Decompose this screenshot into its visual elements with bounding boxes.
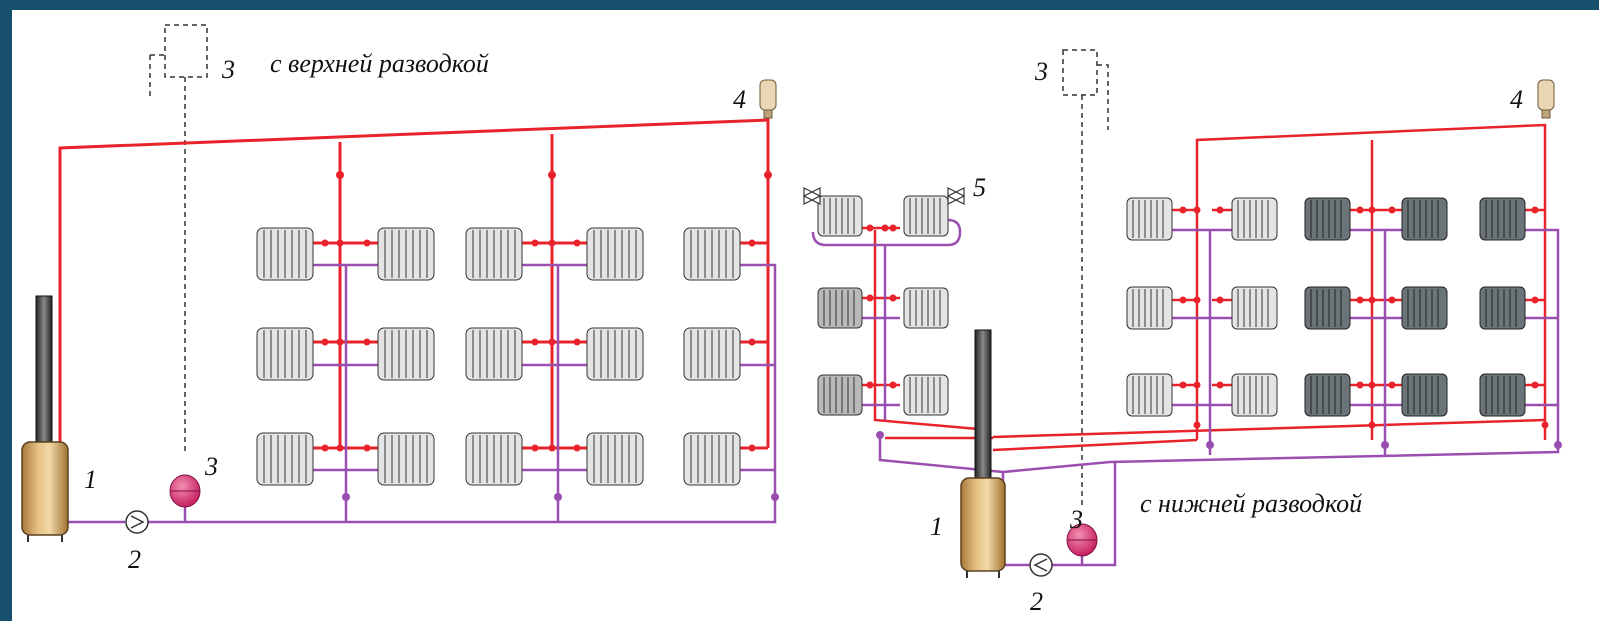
radiator-icon [1304, 373, 1351, 417]
supply-pipes-left [58, 118, 770, 450]
radiator-icon [377, 227, 435, 281]
radiator-icon [256, 327, 314, 381]
radiator-icon [1479, 373, 1526, 417]
label-boiler: 1 [84, 465, 97, 494]
expansion-tank-open-dashed [149, 24, 208, 455]
radiator-icon [1231, 197, 1278, 241]
radiators-right [1126, 197, 1526, 417]
label-tank-top: 3 [1034, 57, 1048, 86]
return-pipes-right [811, 218, 1560, 567]
caption-top-distribution: с верхней разводкой [270, 49, 489, 78]
radiator-icon [1401, 286, 1448, 330]
radiator-icon [1126, 373, 1173, 417]
label-tank: 3 [204, 452, 218, 481]
radiator-icon [903, 374, 949, 416]
radiator-icon [377, 432, 435, 486]
radiator-icon [1304, 286, 1351, 330]
label-valve: 5 [973, 173, 986, 202]
radiators-left [256, 227, 741, 486]
radiator-icon [465, 227, 523, 281]
return-valves-left [342, 493, 779, 501]
label-vent: 4 [733, 85, 746, 114]
radiator-icon [256, 227, 314, 281]
radiator-icon [683, 227, 741, 281]
return-pipes-left [68, 263, 777, 524]
radiator-icon [1304, 197, 1351, 241]
radiator-icon [683, 432, 741, 486]
radiator-icon [586, 327, 644, 381]
bottom-distribution-system: 3 4 5 1 3 2 с нижней разводкой [802, 49, 1562, 616]
radiator-icon [256, 432, 314, 486]
label-tank-top: 3 [221, 55, 235, 84]
pump-icon [1029, 553, 1053, 577]
top-distribution-system: 3 4 1 2 3 с верхней разводкой [21, 24, 779, 574]
radiator-icon [683, 327, 741, 381]
expansion-tank-icon [169, 474, 201, 522]
label-pump: 2 [1030, 587, 1043, 616]
valves-right [866, 206, 1549, 429]
boiler-icon [21, 295, 69, 542]
radiator-icon [817, 195, 863, 237]
air-vent-icon [759, 79, 777, 119]
radiator-icon [1401, 197, 1448, 241]
radiator-icon [586, 432, 644, 486]
radiator-icon [903, 195, 949, 237]
radiator-icon [465, 327, 523, 381]
expansion-tank-open-dashed [1062, 49, 1109, 505]
radiator-icon [1231, 286, 1278, 330]
radiators-small-stack [817, 195, 949, 416]
radiator-icon [465, 432, 523, 486]
radiator-icon [817, 374, 863, 416]
radiator-icon [1479, 286, 1526, 330]
expansion-tank-icon [1066, 523, 1098, 565]
radiator-icon [903, 287, 949, 329]
radiator-icon [377, 327, 435, 381]
radiator-icon [1126, 197, 1173, 241]
radiator-icon [1401, 373, 1448, 417]
caption-bottom-distribution: с нижней разводкой [1140, 489, 1362, 518]
radiator-icon [1126, 286, 1173, 330]
radiator-icon [1479, 197, 1526, 241]
radiator-icon [1231, 373, 1278, 417]
label-boiler: 1 [930, 512, 943, 541]
label-pump: 2 [128, 545, 141, 574]
return-valves-right [876, 431, 1562, 449]
radiator-icon [586, 227, 644, 281]
boiler-icon [960, 329, 1006, 578]
pump-icon [125, 510, 149, 534]
label-tank: 3 [1069, 505, 1083, 534]
label-vent: 4 [1510, 85, 1523, 114]
radiator-icon [817, 287, 863, 329]
air-vent-icon [1537, 79, 1555, 119]
valves-left [321, 171, 772, 452]
valve-icon [802, 187, 966, 205]
